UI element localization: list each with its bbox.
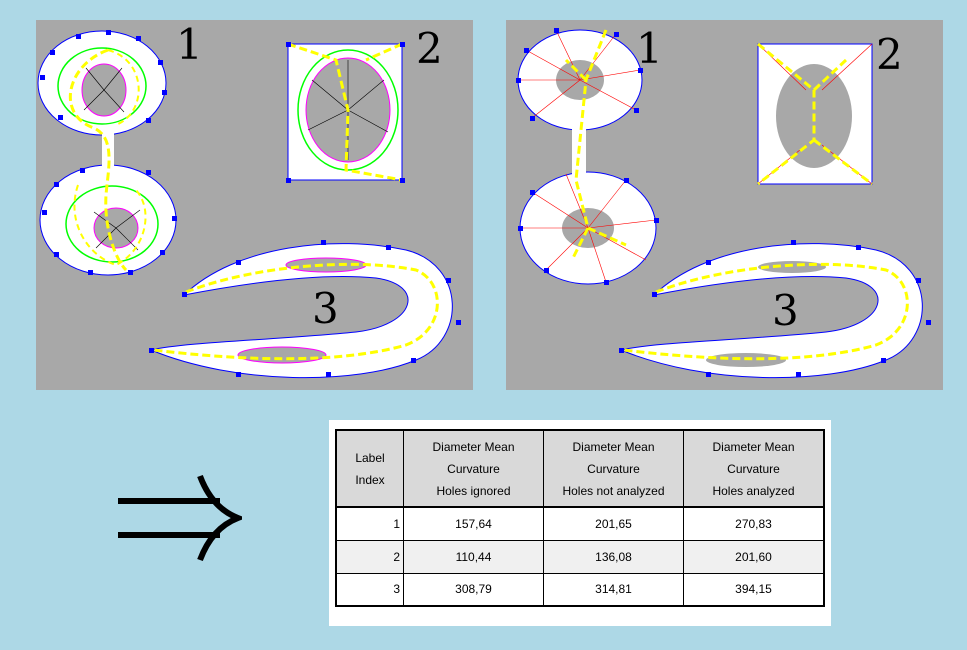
- skeleton-panel-simplified: 1 2 3: [506, 20, 943, 390]
- shape-1: [516, 28, 659, 285]
- row-index: 2: [335, 539, 404, 574]
- table-header-row: Label Index Diameter Mean Curvature Hole…: [335, 429, 825, 508]
- cell-holes-ignored: 110,44: [403, 539, 544, 574]
- region-label-2: 2: [416, 24, 443, 73]
- region-label-3: 3: [312, 284, 339, 333]
- table-row: 2 110,44 136,08 201,60: [335, 539, 825, 574]
- region-label-3: 3: [772, 286, 799, 335]
- cell-holes-ignored: 308,79: [403, 572, 544, 607]
- cell-holes-not-analyzed: 136,08: [543, 539, 684, 574]
- skeleton-diagram-right: [516, 28, 931, 379]
- region-label-1: 1: [636, 24, 663, 73]
- header-holes-not-analyzed: Diameter Mean Curvature Holes not analyz…: [543, 429, 684, 508]
- skeleton-diagram-left: [37, 30, 461, 379]
- cell-holes-not-analyzed: 201,65: [543, 506, 684, 541]
- region-label-2: 2: [876, 30, 903, 79]
- cell-holes-analyzed: 394,15: [683, 572, 825, 607]
- shape-2: [286, 42, 405, 183]
- row-index: 1: [335, 506, 404, 541]
- curvature-table: Label Index Diameter Mean Curvature Hole…: [335, 429, 825, 607]
- shape-2: [757, 42, 873, 186]
- shape-3: [149, 240, 461, 379]
- cell-holes-analyzed: 201,60: [683, 539, 825, 574]
- results-table-panel: Label Index Diameter Mean Curvature Hole…: [329, 420, 831, 626]
- header-holes-ignored: Diameter Mean Curvature Holes ignored: [403, 429, 544, 508]
- shape-3: [619, 240, 931, 379]
- table-row: 1 157,64 201,65 270,83: [335, 506, 825, 541]
- table-row: 3 308,79 314,81 394,15: [335, 572, 825, 607]
- header-label-index: Label Index: [335, 429, 404, 508]
- shape-1: [37, 30, 177, 276]
- cell-holes-ignored: 157,64: [403, 506, 544, 541]
- cell-holes-not-analyzed: 314,81: [543, 572, 684, 607]
- row-index: 3: [335, 572, 404, 607]
- header-holes-analyzed: Diameter Mean Curvature Holes analyzed: [683, 429, 825, 508]
- implies-arrow-icon: [118, 474, 242, 562]
- cell-holes-analyzed: 270,83: [683, 506, 825, 541]
- region-label-1: 1: [176, 20, 203, 69]
- skeleton-panel-holes-ignored: 1 2 3: [36, 20, 473, 390]
